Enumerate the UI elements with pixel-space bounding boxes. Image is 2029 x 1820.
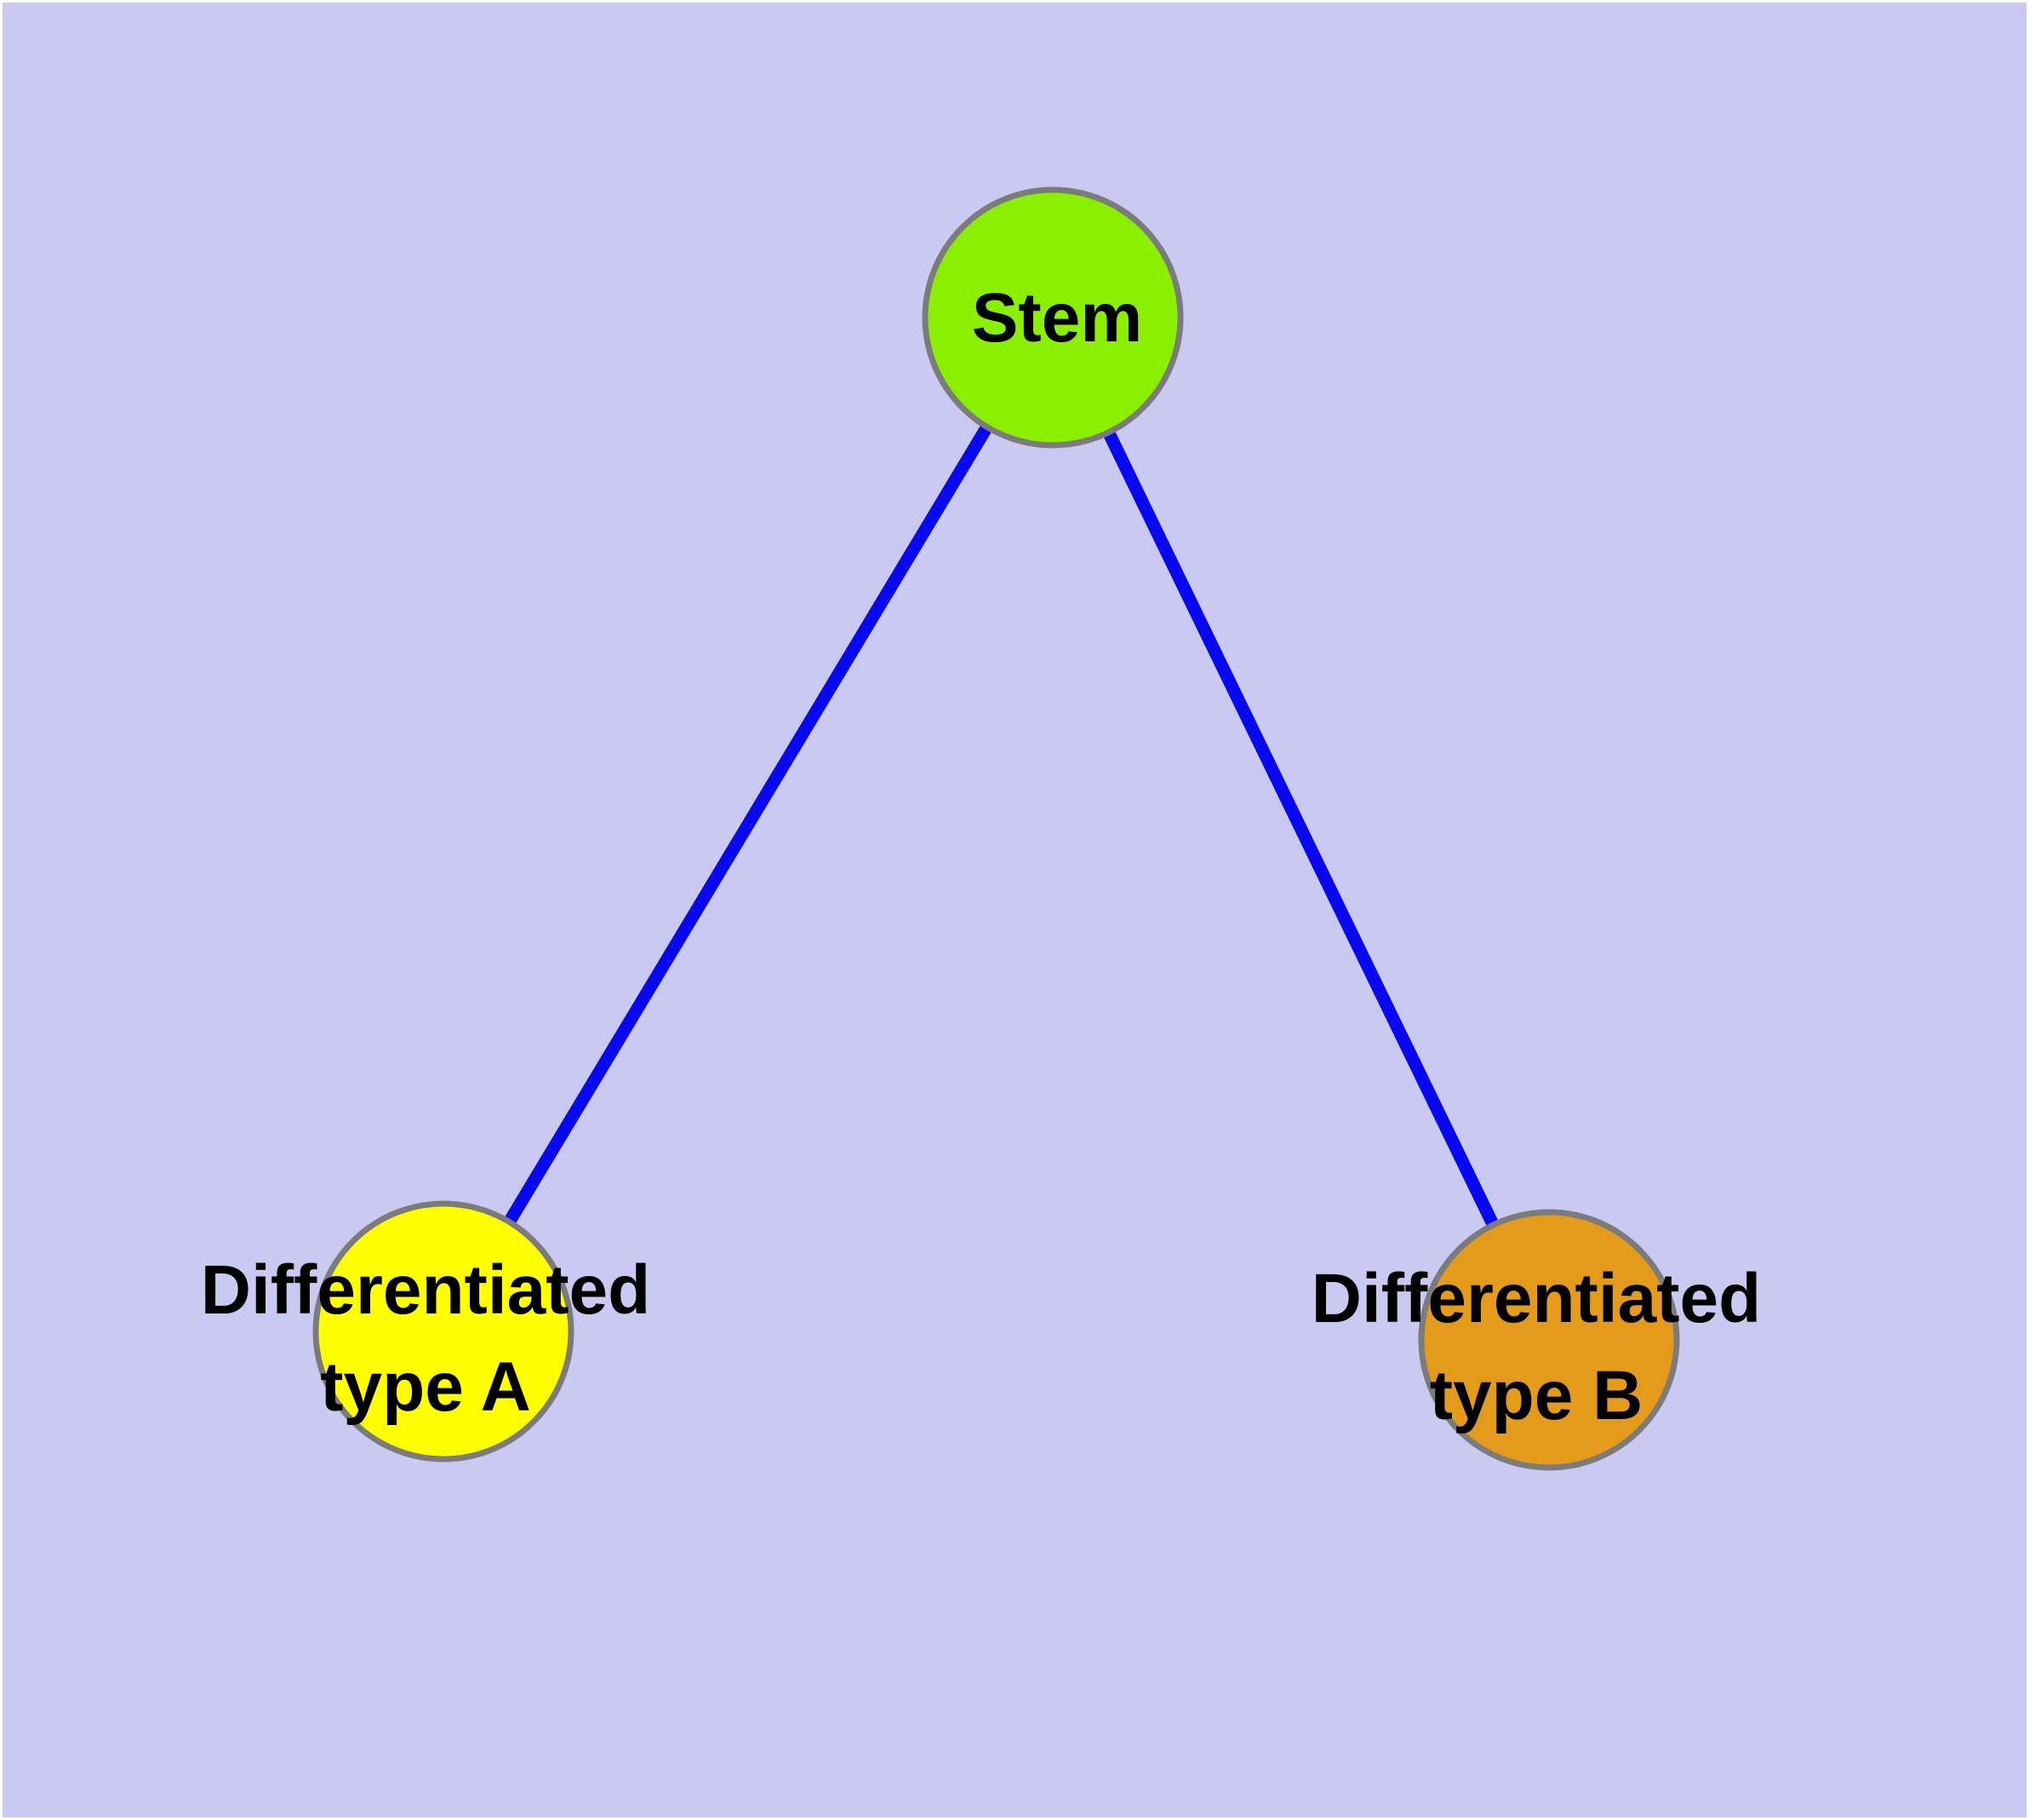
node-stem-label: Stem [972,279,1143,357]
node-type-b-label-line2: type B [1430,1357,1643,1434]
node-differentiated-type-b [1418,1209,1680,1471]
node-type-b-label-line1: Differentiated [1312,1260,1762,1337]
edge-stem-to-type-b [1047,314,1555,1343]
node-type-a-label-line2: type A [320,1348,531,1426]
node-type-a-label-line1: Differentiated [201,1251,651,1329]
edge-stem-to-type-a [437,314,1059,1335]
node-differentiated-type-a [312,1200,574,1462]
node-stem [922,186,1184,449]
